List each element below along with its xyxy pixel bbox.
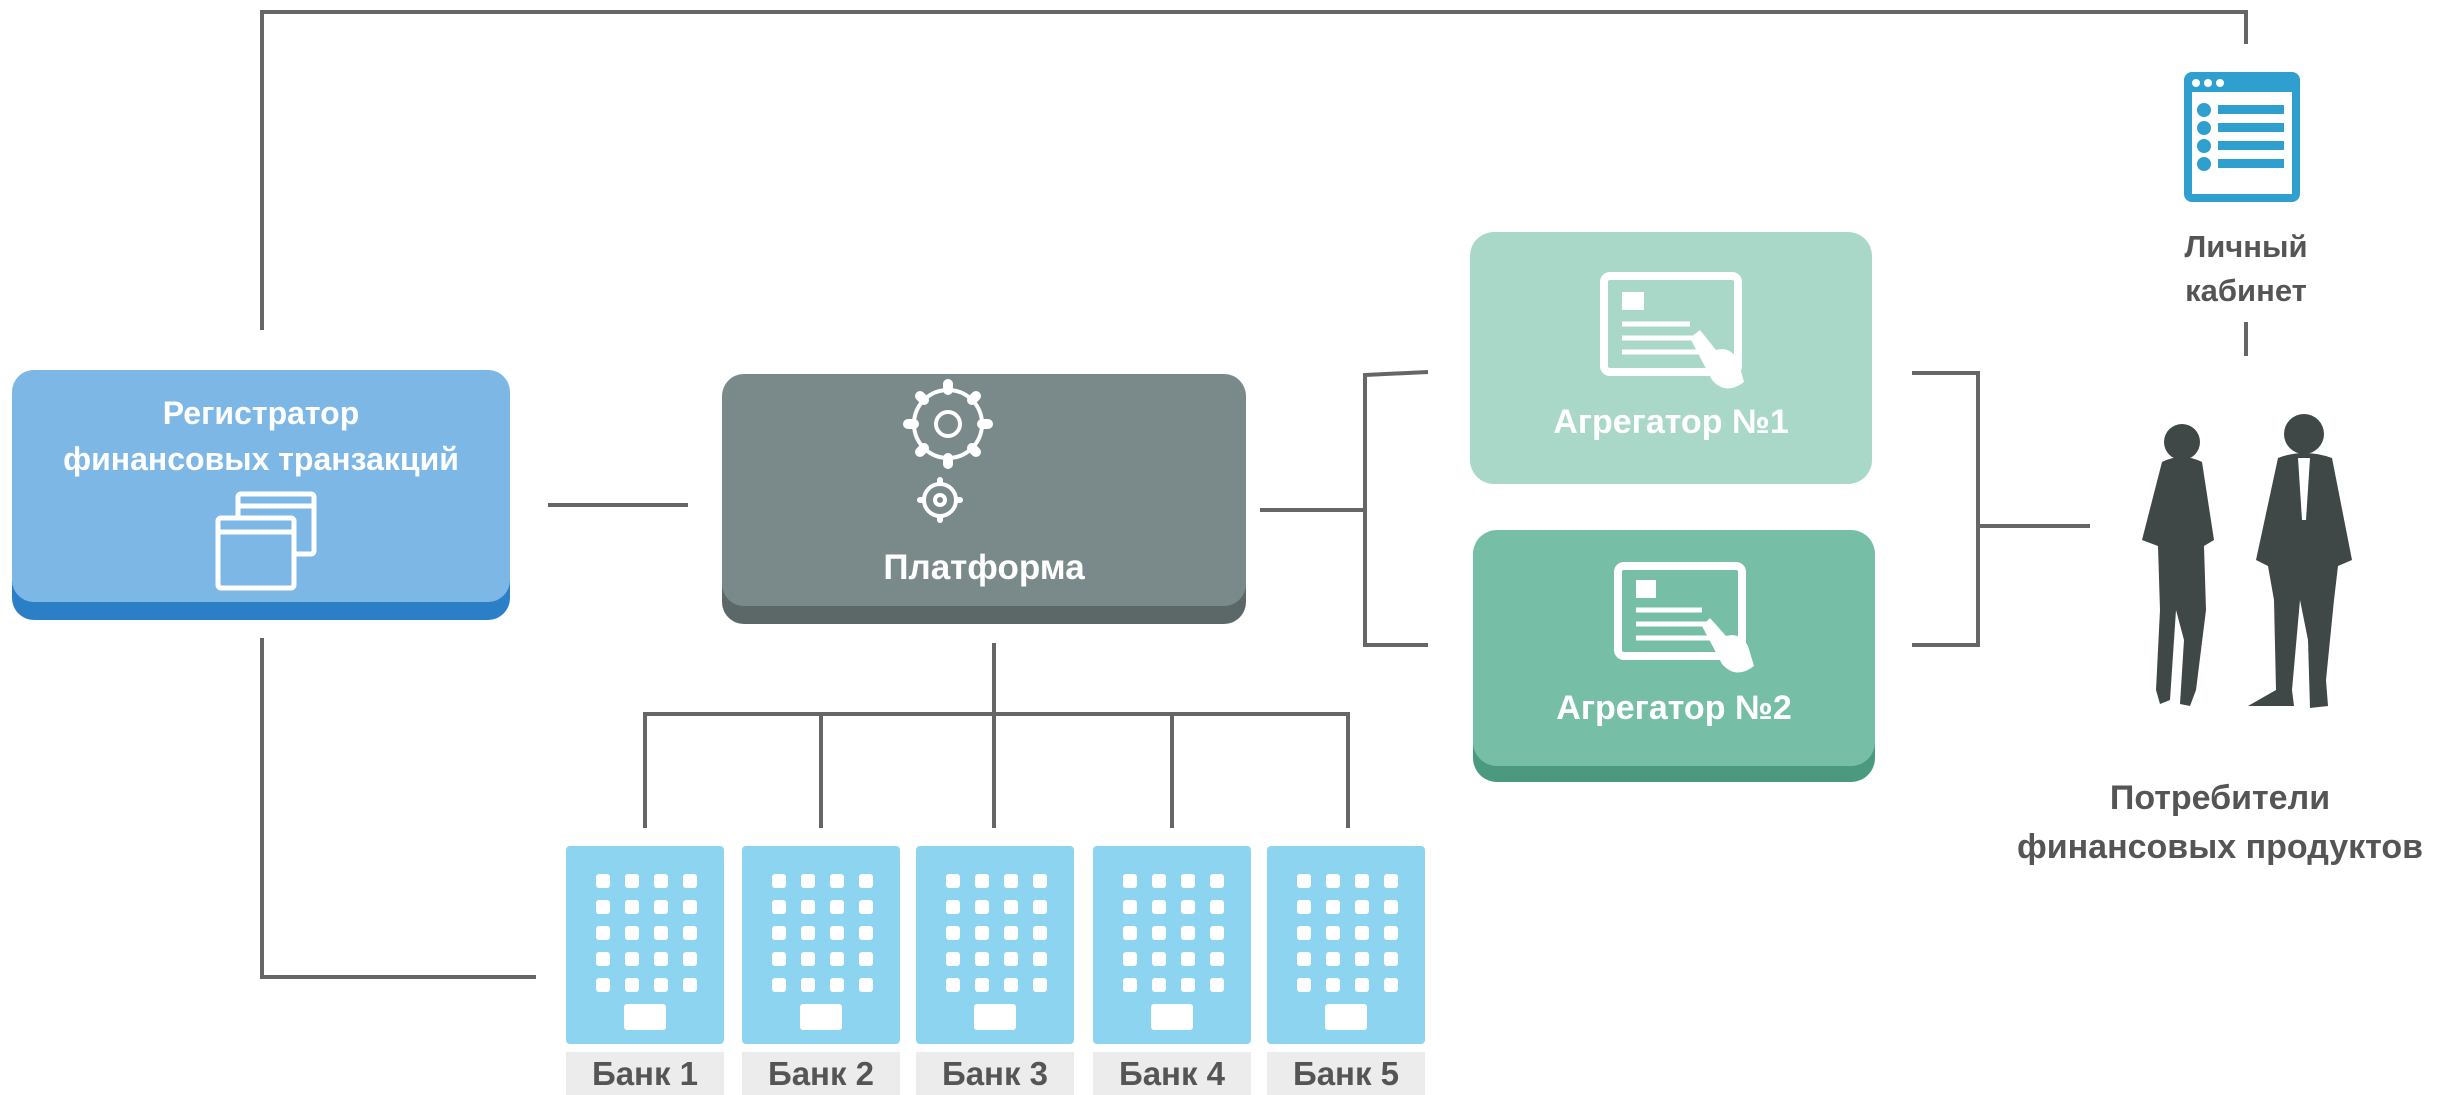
web-page-icon xyxy=(2184,72,2300,202)
connector-aggregator-bracket-right xyxy=(1912,371,1980,647)
building-icon xyxy=(916,846,1074,1044)
touch-screen-icon-2 xyxy=(1614,562,1754,673)
bank-3-label: Банк 3 xyxy=(916,1052,1074,1095)
connector-bank-bus xyxy=(643,712,1350,828)
building-icon xyxy=(1093,846,1251,1044)
platform-label: Платформа xyxy=(883,548,1085,587)
building-icon xyxy=(1267,846,1425,1044)
personal-account-label-line2: кабинет xyxy=(2185,273,2307,308)
platform-box xyxy=(722,374,1246,624)
bank-2-label: Банк 2 xyxy=(742,1052,900,1095)
connector-registrar-banks xyxy=(260,638,536,979)
bank-4-label: Банк 4 xyxy=(1093,1052,1251,1095)
touch-screen-icon xyxy=(1600,272,1744,389)
banks xyxy=(566,846,1425,1044)
registrar-box xyxy=(12,370,510,620)
registrar-label: Регистратор финансовых транзакций xyxy=(12,390,510,482)
registrar-label-line2: финансовых транзакций xyxy=(63,441,459,477)
personal-account-label: Личный кабинет xyxy=(2140,225,2352,313)
aggregator-2-box xyxy=(1473,530,1875,782)
bank-1-label: Банк 1 xyxy=(566,1052,724,1095)
aggregator-1-label: Агрегатор №1 xyxy=(1553,403,1789,441)
connector-lines xyxy=(260,10,2248,979)
aggregator-1-box xyxy=(1470,232,1872,484)
building-icon xyxy=(566,846,724,1044)
bank-5-label: Банк 5 xyxy=(1267,1052,1425,1095)
connector-aggregator-bracket-left xyxy=(1363,370,1429,647)
registrar-label-line1: Регистратор xyxy=(162,395,360,431)
aggregator-2-label: Агрегатор №2 xyxy=(1556,689,1792,727)
gears-icon xyxy=(903,379,993,523)
personal-account-label-line1: Личный xyxy=(2184,229,2308,264)
consumers-label: Потребители финансовых продуктов xyxy=(1990,774,2450,872)
consumers-label-line2: финансовых продуктов xyxy=(2016,828,2424,866)
browser-windows-icon xyxy=(215,491,317,591)
connector-registrar-personal-account xyxy=(260,10,2248,330)
building-icon xyxy=(742,846,900,1044)
consumers-label-line1: Потребители xyxy=(2109,779,2331,817)
people-icon xyxy=(2142,414,2352,708)
